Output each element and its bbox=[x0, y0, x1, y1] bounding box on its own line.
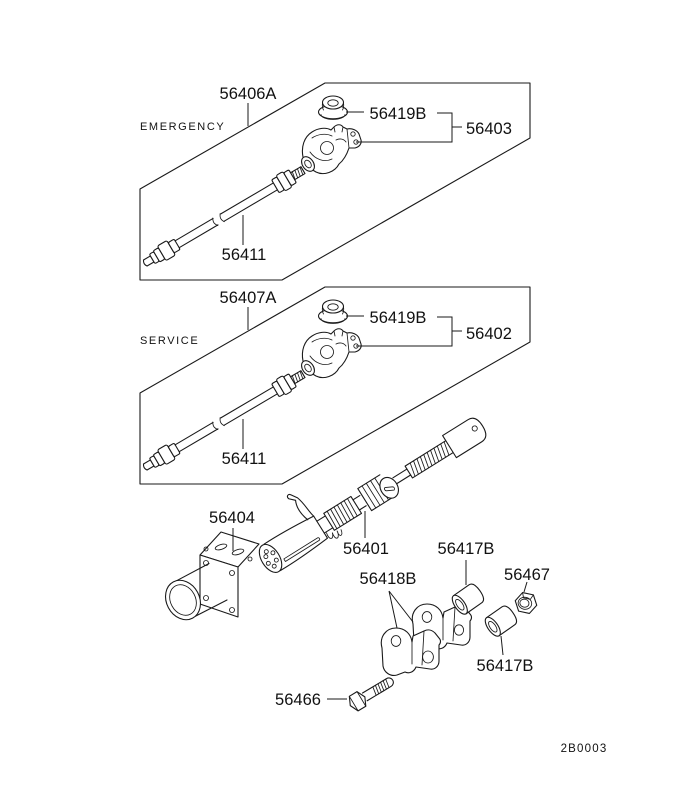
emergency-grommet-drawing bbox=[317, 95, 349, 121]
leader-bracket bbox=[356, 316, 462, 347]
label-mount-bracket-no: 56404 bbox=[209, 509, 255, 527]
label-bushing-lower-no: 56417B bbox=[477, 657, 534, 675]
bracket-set-drawing bbox=[380, 603, 473, 676]
service-grommet-drawing bbox=[317, 299, 349, 325]
figure-code: 2B0003 bbox=[561, 743, 608, 755]
leader-bracket bbox=[356, 112, 462, 143]
mount-bracket-drawing bbox=[164, 531, 260, 621]
label-service-system: SERVICE bbox=[140, 335, 199, 347]
bolt-drawing bbox=[348, 677, 394, 712]
service-section-outline bbox=[139, 286, 531, 485]
nut-drawing bbox=[514, 592, 538, 614]
label-nut-no: 56467 bbox=[504, 566, 550, 584]
label-emergency-lever-group-no: 56403 bbox=[466, 120, 512, 138]
label-bracket-set-no: 56418B bbox=[360, 570, 417, 588]
label-emergency-cable-no: 56411 bbox=[222, 246, 267, 264]
label-emergency-system: EMERGENCY bbox=[140, 121, 225, 133]
label-service-cable-no: 56411 bbox=[222, 450, 267, 468]
service-equalizer-drawing bbox=[298, 328, 362, 379]
emergency-section-outline bbox=[139, 82, 531, 281]
emergency-equalizer-drawing bbox=[298, 124, 362, 175]
label-bushing-upper-no: 56417B bbox=[438, 540, 495, 558]
label-front-cable-no: 56401 bbox=[343, 540, 389, 558]
leader-line bbox=[388, 590, 414, 629]
label-emergency-assembly-no: 56406A bbox=[220, 85, 277, 103]
leader-line bbox=[500, 635, 504, 656]
front-cable-drawing bbox=[258, 417, 487, 573]
leader-line bbox=[523, 581, 528, 593]
label-service-assembly-no: 56407A bbox=[220, 289, 277, 307]
label-service-grommet-no: 56419B bbox=[370, 309, 427, 327]
label-bolt-no: 56466 bbox=[275, 691, 321, 709]
label-emergency-grommet-no: 56419B bbox=[370, 105, 427, 123]
label-service-lever-group-no: 56402 bbox=[466, 325, 512, 343]
bushing-lower-drawing bbox=[481, 603, 520, 640]
